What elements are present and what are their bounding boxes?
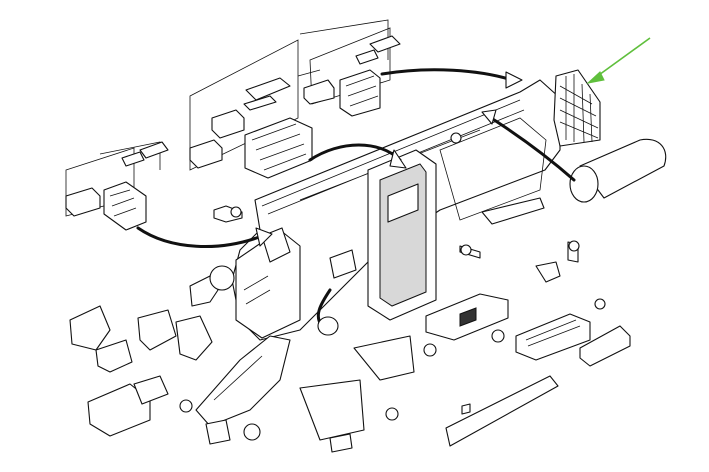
air-duct-body (579, 138, 667, 199)
left-vent-louvers (109, 189, 137, 217)
grab-handle (481, 197, 545, 225)
callout-arrow-line (591, 37, 651, 81)
upper-right-vent-knob (303, 79, 335, 105)
callout-box-center-vent (189, 39, 299, 171)
clip-far-right (594, 298, 606, 310)
arrow-head-duct (481, 109, 497, 125)
upper-right-vent-clip-a (355, 49, 379, 65)
screw-lower-right (385, 407, 399, 421)
lower-cover-panel (299, 379, 365, 441)
duct-piece-e (87, 383, 151, 437)
dashboard-main-panel (231, 79, 561, 341)
lower-left-parts (69, 305, 291, 445)
screw-head-right-b (568, 240, 580, 252)
glovebox-lid (445, 375, 559, 447)
screw-lower-left (179, 399, 193, 413)
center-vent-assembly (189, 77, 313, 179)
air-duct-tube (569, 138, 667, 203)
lower-cover-clip (329, 433, 353, 453)
left-vent-housing (103, 181, 147, 231)
left-vent-knob (65, 187, 101, 217)
center-console-bracket (387, 183, 419, 223)
glovebox-recess (439, 117, 547, 221)
callout-lines-left (99, 141, 161, 170)
bracket-icon (535, 261, 561, 283)
trim-strip-right (579, 325, 631, 367)
duct-piece-f (133, 375, 169, 405)
center-vent-knob-right (211, 109, 245, 139)
left-knee-panel-ribs (243, 275, 271, 305)
right-vent-grille-mesh (559, 74, 599, 143)
center-vent-housing (244, 117, 313, 179)
dash-mount-hole (450, 132, 462, 144)
center-vent-clip-a (245, 77, 291, 101)
clip-glovebox (461, 403, 471, 415)
assembly-arrows (136, 68, 576, 328)
instrument-cluster-clip (329, 249, 357, 279)
kick-panel (195, 335, 291, 427)
center-vent-clip-b (243, 95, 277, 111)
round-grommet-left (209, 265, 235, 291)
kick-panel-rib (213, 355, 263, 401)
upper-right-vent-clip-b (369, 35, 401, 53)
arrow-head-center (389, 149, 407, 169)
screw-head-right-a (460, 244, 472, 256)
switch-panel-b (515, 313, 591, 361)
hardware-parts (179, 197, 606, 421)
duct-piece-c (137, 309, 177, 351)
arrow-upper-vent-to-dash (380, 68, 514, 82)
duct-piece-a (69, 305, 111, 351)
kick-panel-clip (205, 419, 231, 445)
duct-piece-b (95, 339, 133, 373)
center-vent-knob-left (189, 139, 223, 169)
left-vent-clip-a (121, 151, 145, 167)
lower-right-parts (425, 293, 631, 447)
upper-right-vent-assembly (303, 35, 401, 117)
arrow-left-vent-to-dash (136, 226, 264, 248)
center-vent-louvers (251, 123, 307, 171)
callout-arrow-head (586, 71, 605, 84)
arrow-icon (586, 37, 651, 84)
arrow-head-upper (505, 71, 523, 89)
center-console-opening (379, 163, 427, 307)
screw-lower-center (423, 343, 437, 357)
switch-panel-b-ribs (525, 319, 581, 347)
round-grommet-center (317, 316, 339, 336)
side-cover-panel (353, 335, 415, 381)
right-vent-grille (553, 69, 601, 147)
switch-panel-a-button (459, 307, 477, 327)
arrow-duct-to-dash (486, 114, 576, 182)
left-vent-clip-b (139, 141, 169, 159)
kick-panel-grommet (243, 423, 261, 441)
upper-right-vent-housing (339, 69, 381, 117)
screw-head-a (230, 206, 242, 218)
air-duct-opening (569, 165, 599, 203)
upper-right-vent-louvers (345, 75, 379, 107)
arrow-head-left (255, 227, 273, 247)
duct-piece-d (175, 315, 213, 361)
clip-right-small (491, 329, 505, 343)
lower-center-parts (299, 335, 415, 453)
left-vent-assembly (65, 141, 169, 231)
